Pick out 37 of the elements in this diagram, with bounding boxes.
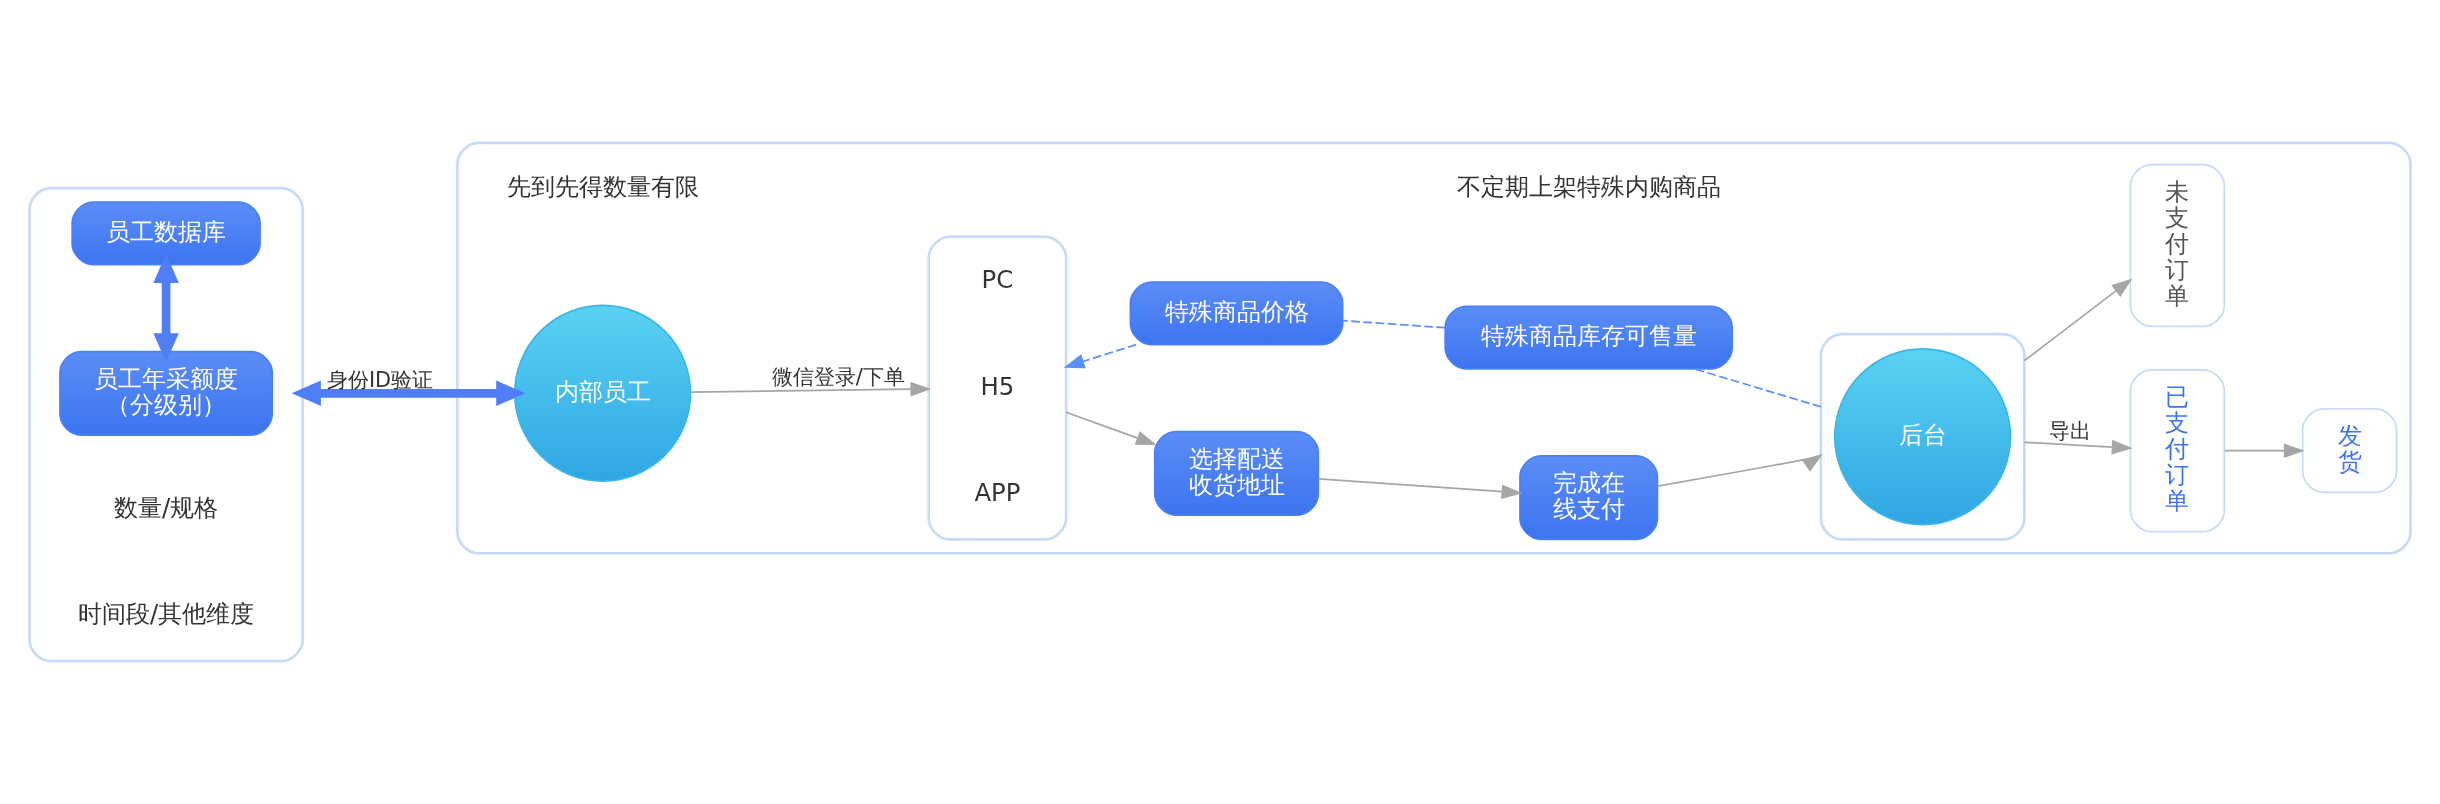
node-circle: 内部员工 xyxy=(513,304,692,482)
node-box: 特殊商品库存可售量 xyxy=(1444,305,1734,370)
arrow xyxy=(1065,411,1157,446)
cluster xyxy=(28,186,304,663)
label: 数量/规格 xyxy=(113,493,219,523)
arrow xyxy=(2023,278,2133,362)
node-box: 员工年采额度 （分级别） xyxy=(59,350,274,436)
arrow xyxy=(2223,443,2305,458)
node-box: 已支付订单 xyxy=(2129,368,2226,533)
arrow xyxy=(1063,343,1137,369)
arrow xyxy=(689,381,932,397)
node-box: 完成在线支付 xyxy=(1519,455,1659,541)
cluster xyxy=(1819,332,2026,541)
node-circle: 后台 xyxy=(1833,348,2012,526)
connector xyxy=(1694,368,1822,408)
cluster xyxy=(456,141,2412,555)
edge-label: 微信登录/下单 xyxy=(771,364,905,389)
connector xyxy=(1342,319,1446,329)
arrow xyxy=(1656,453,1824,487)
arrow xyxy=(2023,439,2133,455)
node-box: 特殊商品价格 xyxy=(1129,281,1344,346)
node-text: APP xyxy=(974,477,1021,507)
node-box: 选择配送收货地址 xyxy=(1153,430,1320,516)
label: 时间段/其他维度 xyxy=(77,599,255,629)
arrow xyxy=(1317,478,1523,499)
node-box: 未支付订单 xyxy=(2129,163,2226,328)
edge-label: 导出 xyxy=(2049,418,2092,443)
node-box: 员工数据库 xyxy=(71,201,261,266)
arrow xyxy=(291,380,526,407)
cluster xyxy=(927,235,1068,541)
node-text: PC xyxy=(981,265,1014,295)
node-text: H5 xyxy=(980,371,1015,401)
arrow xyxy=(153,253,179,363)
edge-label: 身份ID验证 xyxy=(326,368,434,393)
label: 不定期上架特殊内购商品 xyxy=(1456,171,1721,201)
node-box: 发货 xyxy=(2301,408,2398,494)
label: 先到先得数量有限 xyxy=(506,171,699,201)
